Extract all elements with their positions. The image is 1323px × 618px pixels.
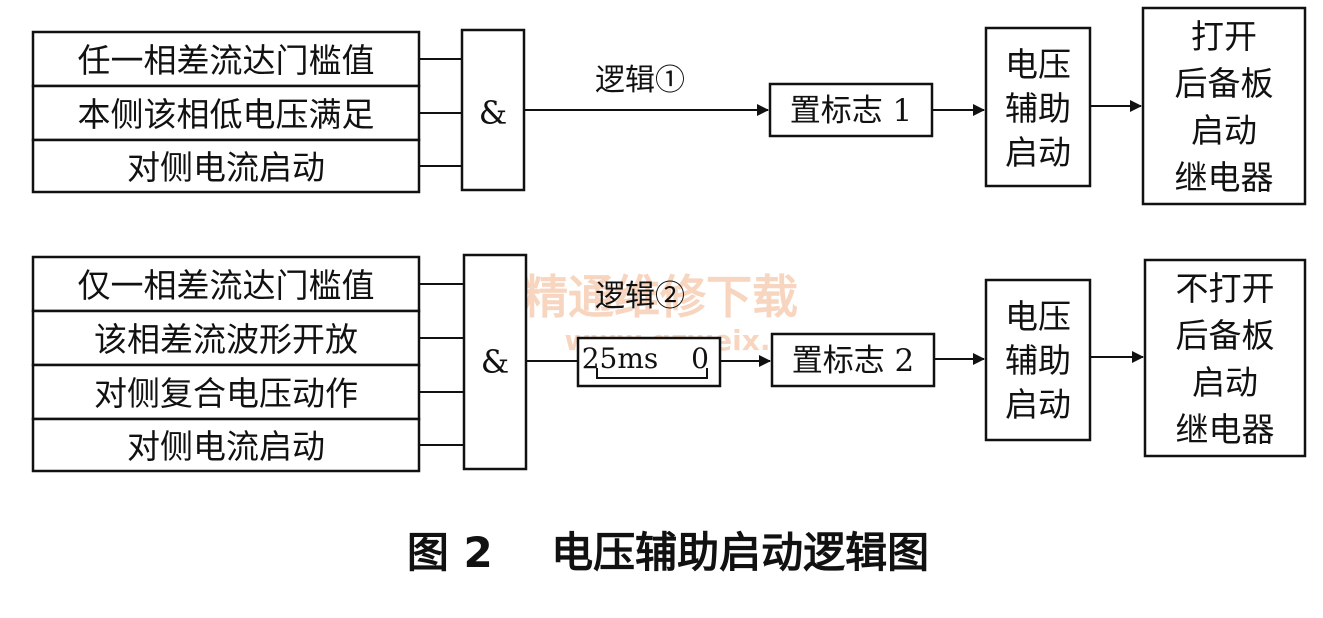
- logic2-condition-1: 仅一相差流达门槛值: [78, 266, 375, 305]
- logic1-and-gate: [460, 28, 526, 192]
- logic1-condition-2: 本侧该相低电压满足: [78, 95, 375, 134]
- logic1-and-gate-label: &: [479, 94, 507, 132]
- logic2-timer-on: 25ms: [582, 342, 659, 375]
- logic2-result-line-1: 不打开: [1176, 269, 1275, 308]
- logic2-condition-2: 该相差流波形开放: [94, 320, 358, 359]
- logic2-assist-line-3: 启动: [1005, 385, 1071, 424]
- logic2-label: 逻辑②: [595, 279, 685, 314]
- logic2-flag: 置标志 2: [792, 343, 915, 379]
- logic1-group: 任一相差流达门槛值 本侧该相低电压满足 对侧电流启动 & 逻辑① 置标志 1 电…: [31, 6, 1307, 206]
- logic2-assist-line-1: 电压: [1005, 297, 1071, 336]
- logic2-result-box: [1143, 258, 1307, 458]
- logic2-condition-2-box: [31, 309, 421, 367]
- logic1-result-line-4: 继电器: [1175, 158, 1274, 197]
- logic1-assist-line-3: 启动: [1005, 133, 1071, 172]
- logic1-result-line-1: 打开: [1191, 17, 1257, 56]
- logic2-and-gate-label: &: [481, 343, 509, 381]
- logic1-assist-line-2: 辅助: [1005, 89, 1071, 128]
- logic1-label: 逻辑①: [595, 63, 685, 98]
- logic1-assist-line-1: 电压: [1005, 45, 1071, 84]
- logic2-timer-off: 0: [691, 342, 709, 375]
- logic2-result-line-3: 启动: [1192, 363, 1258, 402]
- logic1-condition-3-box: [31, 138, 421, 194]
- logic1-condition-3: 对侧电流启动: [127, 148, 325, 187]
- logic2-result-line-4: 继电器: [1176, 410, 1275, 449]
- logic2-group: 仅一相差流达门槛值 该相差流波形开放 对侧复合电压动作 对侧电流启动 & 逻辑②…: [31, 253, 1307, 473]
- logic2-flag-box: [770, 332, 936, 388]
- logic1-condition-1: 任一相差流达门槛值: [78, 41, 375, 80]
- logic1-condition-1-box: [31, 30, 421, 88]
- logic2-condition-4-box: [31, 417, 421, 473]
- logic2-timer-bracket: [596, 368, 708, 379]
- logic1-result-box: [1141, 6, 1307, 206]
- logic1-result-line-2: 后备板: [1175, 64, 1274, 103]
- logic1-result-line-3: 启动: [1191, 111, 1257, 150]
- logic2-assist-line-2: 辅助: [1005, 341, 1071, 380]
- logic2-condition-3-box: [31, 363, 421, 421]
- logic1-condition-2-box: [31, 84, 421, 142]
- logic2-and-gate: [462, 253, 528, 471]
- figure-caption: 图 2 电压辅助启动逻辑图: [407, 528, 929, 577]
- logic1-flag: 置标志 1: [790, 93, 913, 129]
- logic2-condition-4: 对侧电流启动: [127, 427, 325, 466]
- logic2-assist-box: [984, 278, 1092, 442]
- logic2-condition-3: 对侧复合电压动作: [94, 374, 358, 413]
- watermark-line-1: 精通维修下载: [522, 270, 798, 324]
- logic2-result-line-2: 后备板: [1176, 316, 1275, 355]
